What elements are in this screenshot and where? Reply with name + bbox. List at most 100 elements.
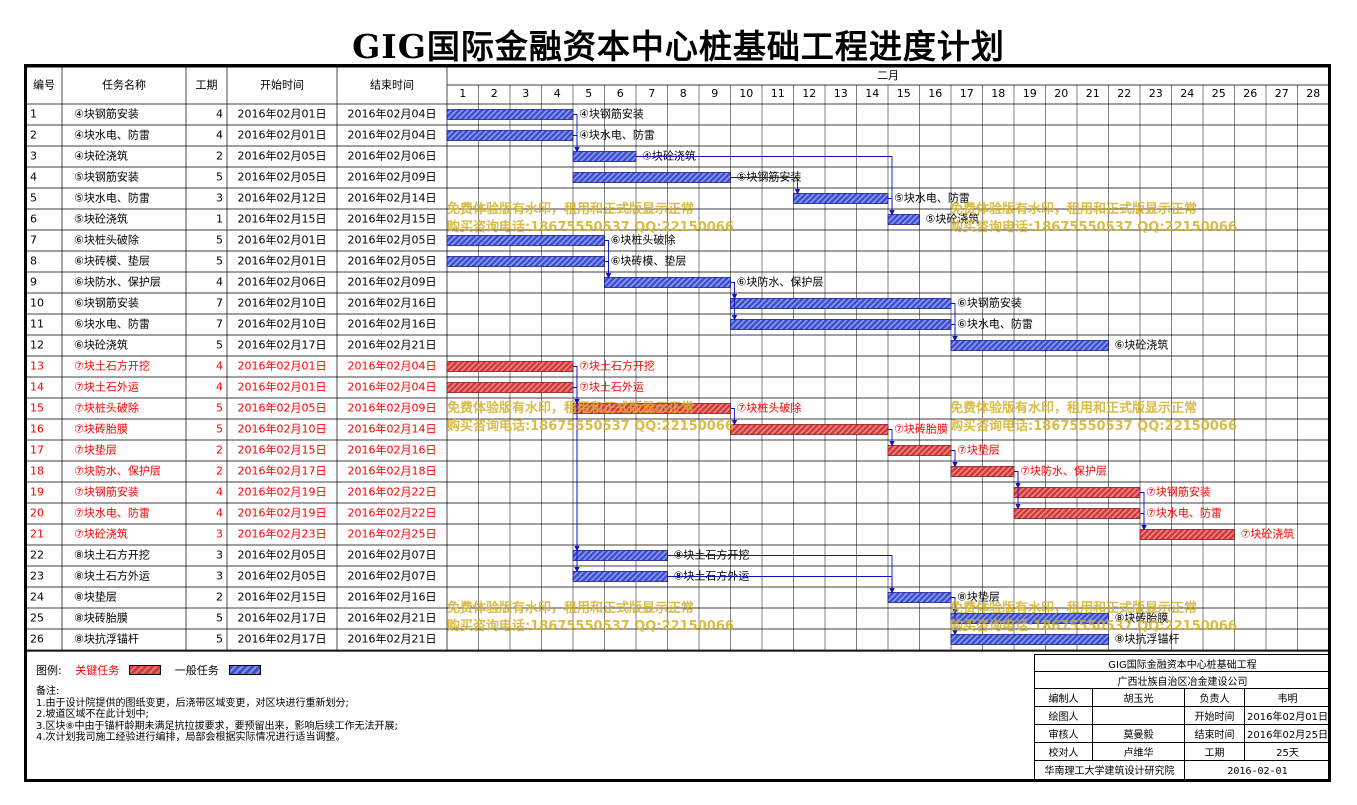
task-duration: 4	[216, 276, 223, 289]
tb-leader-label: 负责人	[1184, 689, 1244, 706]
tb-checker-label: 审核人	[1034, 725, 1092, 742]
task-id: 10	[30, 297, 44, 310]
task-start: 2016年02月01日	[238, 359, 327, 373]
bar-label: ⑧块垫层	[957, 590, 1000, 604]
task-start: 2016年02月01日	[238, 233, 327, 247]
task-end: 2016年02月22日	[348, 485, 437, 499]
task-start: 2016年02月10日	[238, 317, 327, 331]
bar-label: ⑦块防水、保护层	[1020, 464, 1107, 478]
task-start: 2016年02月23日	[238, 527, 327, 541]
gantt-bar	[887, 592, 952, 603]
task-duration: 5	[216, 612, 223, 625]
day-tick-label: 9	[711, 87, 718, 100]
task-id: 3	[30, 150, 37, 163]
day-tick-label: 13	[834, 87, 848, 100]
day-tick-label: 3	[522, 87, 529, 100]
task-name: ⑤块钢筋安装	[74, 170, 139, 184]
day-tick-label: 28	[1306, 87, 1320, 100]
task-end: 2016年02月16日	[348, 317, 437, 331]
task-start: 2016年02月01日	[238, 380, 327, 394]
task-start: 2016年02月12日	[238, 191, 327, 205]
task-end: 2016年02月06日	[348, 149, 437, 163]
chart-title: GIG国际金融资本中心桩基础工程进度计划	[352, 27, 1005, 66]
task-end: 2016年02月07日	[348, 548, 437, 562]
dependency-link	[730, 282, 738, 300]
task-id: 22	[30, 549, 44, 562]
legend-normal-swatch	[228, 665, 261, 675]
bar-label: ④块钢筋安装	[579, 107, 644, 121]
gantt-bar	[887, 445, 952, 456]
task-end: 2016年02月15日	[348, 212, 437, 226]
day-tick-label: 6	[617, 87, 624, 100]
gantt-bar	[604, 277, 731, 288]
task-id: 17	[30, 444, 44, 457]
day-tick-label: 15	[897, 87, 911, 100]
bar-label: ⑥块钢筋安装	[957, 296, 1022, 310]
tb-proof: 卢维华	[1092, 743, 1184, 760]
task-end: 2016年02月09日	[348, 401, 437, 415]
bar-label: ⑥块砖模、垫层	[611, 254, 687, 268]
task-name: ⑦块水电、防雷	[74, 506, 150, 520]
legend-normal-label: 一般任务	[174, 664, 219, 677]
day-tick-label: 10	[739, 87, 753, 100]
bar-label: ⑦块砼浇筑	[1241, 527, 1295, 541]
legend-critical-label: 关键任务	[75, 664, 120, 677]
task-start: 2016年02月19日	[238, 506, 327, 520]
gantt-bar	[887, 214, 920, 225]
day-tick-label: 21	[1086, 87, 1100, 100]
day-tick-label: 23	[1149, 87, 1163, 100]
bar-label: ⑧块土石方开挖	[674, 548, 750, 562]
task-id: 6	[30, 213, 37, 226]
task-name: ⑥块水电、防雷	[74, 317, 150, 331]
task-name: ④块砼浇筑	[74, 149, 128, 163]
task-start: 2016年02月17日	[238, 464, 327, 478]
day-tick-label: 5	[585, 87, 592, 100]
task-start: 2016年02月05日	[238, 401, 327, 415]
dependency-link	[1140, 513, 1147, 531]
gantt-bar	[446, 382, 574, 393]
task-end: 2016年02月09日	[348, 170, 437, 184]
task-duration: 7	[216, 297, 223, 310]
gantt-bar	[446, 235, 605, 246]
dependency-link	[573, 387, 580, 573]
task-end: 2016年02月14日	[348, 191, 437, 205]
task-end: 2016年02月16日	[348, 443, 437, 457]
task-id: 18	[30, 465, 44, 478]
note-line: 4.次计划我司施工经验进行编排，局部会根据实际情况进行适当调整。	[36, 732, 346, 743]
task-id: 16	[30, 423, 44, 436]
note-line: 3.区块⑧中由于锚杆龄期未满足抗拉拔要求，要预留出来，影响后续工作无法开展;	[36, 720, 398, 732]
day-tick-label: 7	[648, 87, 655, 100]
tb-drawer-label: 绘图人	[1034, 707, 1092, 724]
task-name: ⑦块钢筋安装	[74, 485, 139, 499]
task-duration: 5	[216, 423, 223, 436]
task-duration: 1	[216, 213, 223, 226]
task-id: 13	[30, 360, 44, 373]
bar-label: ⑦块桩头破除	[737, 401, 802, 415]
tb-compiler-label: 编制人	[1034, 689, 1092, 706]
task-end: 2016年02月14日	[348, 422, 437, 436]
task-id: 15	[30, 402, 44, 415]
task-duration: 2	[216, 150, 223, 163]
task-duration: 5	[216, 255, 223, 268]
task-duration: 4	[216, 360, 223, 373]
tb-duration: 25天	[1244, 743, 1330, 760]
gantt-bar	[572, 550, 668, 561]
day-tick-label: 24	[1180, 87, 1194, 100]
bar-label: ⑦块钢筋安装	[1146, 485, 1211, 499]
gantt-bar	[730, 424, 889, 435]
task-end: 2016年02月07日	[348, 569, 437, 583]
gantt-bar	[572, 571, 668, 582]
task-start: 2016年02月19日	[238, 485, 327, 499]
dependency-link	[604, 261, 612, 279]
task-id: 4	[30, 171, 37, 184]
bar-label: ④块水电、防雷	[579, 128, 655, 142]
gantt-bar	[950, 466, 1015, 477]
tb-project: GIG国际金融资本中心桩基础工程	[1034, 655, 1330, 671]
bar-label: ⑦块砖胎膜	[894, 422, 948, 436]
task-end: 2016年02月05日	[348, 233, 437, 247]
dependency-link	[888, 429, 895, 447]
task-end: 2016年02月16日	[348, 590, 437, 604]
task-id: 25	[30, 612, 44, 625]
gantt-bar	[446, 256, 605, 267]
task-start: 2016年02月15日	[238, 443, 327, 457]
